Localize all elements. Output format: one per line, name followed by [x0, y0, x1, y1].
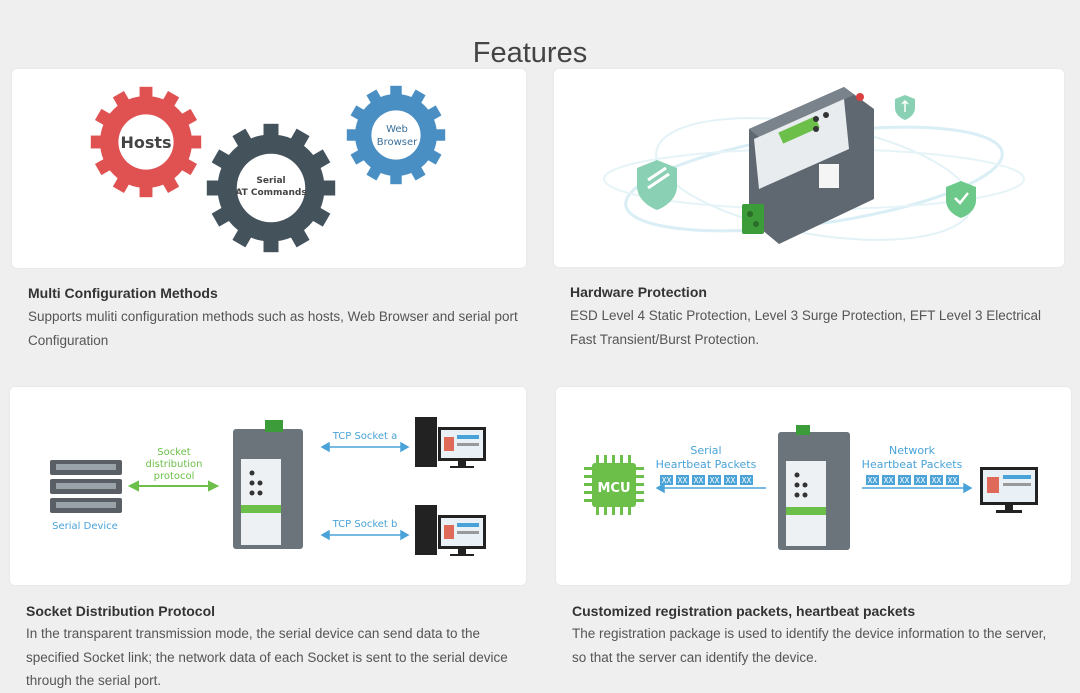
packet-cell: XX [742, 476, 752, 485]
packet-cell: XX [662, 476, 672, 485]
serial-heartbeat-label-1: Serial [690, 444, 721, 457]
feature-title-heartbeat-packets: Customized registration packets, heartbe… [572, 603, 916, 619]
packet-arrow-icon [862, 482, 973, 494]
packet-cell: XX [678, 476, 688, 485]
gear-web-icon [346, 85, 446, 185]
network-heartbeat-label-1: Network [889, 444, 936, 457]
bidirectional-arrow-icon [320, 441, 410, 541]
feature-desc-socket-distribution: In the transparent transmission mode, th… [26, 626, 508, 688]
packet-arrow-icon [655, 482, 766, 494]
monitor-icon [980, 467, 1038, 513]
computer-icon [415, 417, 486, 468]
feature-desc-config-methods: Supports muliti configuration methods su… [28, 309, 518, 348]
gear-serial-icon [206, 123, 336, 253]
mcu-label: MCU [597, 481, 630, 496]
server-rack-icon [50, 460, 122, 513]
shield-check-icon [946, 181, 976, 218]
packet-cell: XX [916, 476, 926, 485]
feature-title-config-methods: Multi Configuration Methods [28, 285, 218, 301]
packet-cell: XX [710, 476, 720, 485]
socket-a-label: TCP Socket a [332, 431, 398, 442]
feature-desc-heartbeat-packets: The registration package is used to iden… [572, 626, 1047, 665]
page-title: Features [472, 37, 588, 70]
packet-cell: XX [900, 476, 910, 485]
packet-cell: XX [948, 476, 958, 485]
packet-cell: XX [868, 476, 878, 485]
mcu-chip-icon [584, 455, 644, 515]
feature-image-socket-distribution: Serial Device Socket distribution protoc… [10, 387, 526, 585]
serial-device-label: Serial Device [52, 521, 118, 532]
gear-hosts-icon [90, 86, 202, 198]
din-rail-device-icon [742, 87, 874, 244]
socket-protocol-label-1: Socket [157, 447, 191, 458]
socket-protocol-label-3: protocol [154, 471, 195, 482]
feature-image-hardware-protection [554, 69, 1064, 267]
gear-web-label-1: Web [386, 124, 408, 135]
feature-title-hardware-protection: Hardware Protection [570, 284, 707, 300]
packet-cell: XX [884, 476, 894, 485]
computer-icon [415, 505, 486, 556]
din-rail-device-icon [778, 425, 850, 550]
gear-hosts-label: Hosts [120, 133, 171, 152]
packet-cell: XX [726, 476, 736, 485]
shield-arrow-icon [895, 95, 915, 120]
gear-web-label-2: Browser [377, 137, 418, 148]
feature-image-config-methods: Hosts Serial AT Commands Web Browser [12, 69, 526, 268]
feature-image-heartbeat-packets: MCU Serial Heartbeat Packets XX XX XX XX… [556, 387, 1071, 585]
shield-check-icon [637, 160, 677, 210]
packet-cell: XX [932, 476, 942, 485]
serial-heartbeat-label-2: Heartbeat Packets [656, 458, 757, 471]
network-heartbeat-label-2: Heartbeat Packets [862, 458, 963, 471]
packet-cell: XX [694, 476, 704, 485]
gear-serial-label-1: Serial [256, 176, 285, 186]
bidirectional-arrow-icon [127, 480, 220, 492]
din-rail-device-icon [233, 420, 303, 549]
packet-cells: XX XX XX XX XX XX [660, 475, 753, 485]
packet-cells: XX XX XX XX XX XX [866, 475, 959, 485]
socket-protocol-label-2: distribution [146, 459, 203, 470]
feature-desc-hardware-protection: ESD Level 4 Static Protection, Level 3 S… [570, 308, 1041, 347]
feature-title-socket-distribution: Socket Distribution Protocol [26, 603, 216, 619]
gear-serial-label-2: AT Commands [235, 188, 306, 198]
socket-b-label: TCP Socket b [332, 519, 398, 530]
